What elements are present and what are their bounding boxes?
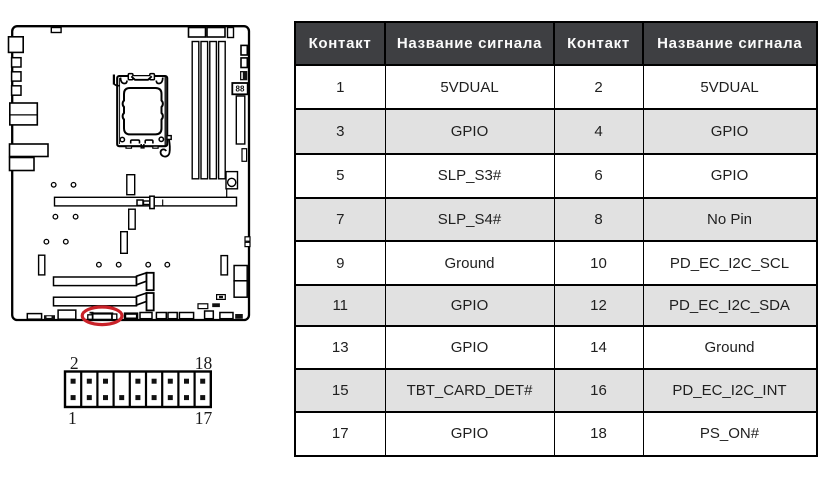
svg-text:1: 1 [68,408,77,428]
svg-text:17: 17 [195,408,213,428]
svg-text:88: 88 [236,85,245,94]
svg-text:2: 2 [70,353,79,373]
svg-text:18: 18 [195,353,213,373]
